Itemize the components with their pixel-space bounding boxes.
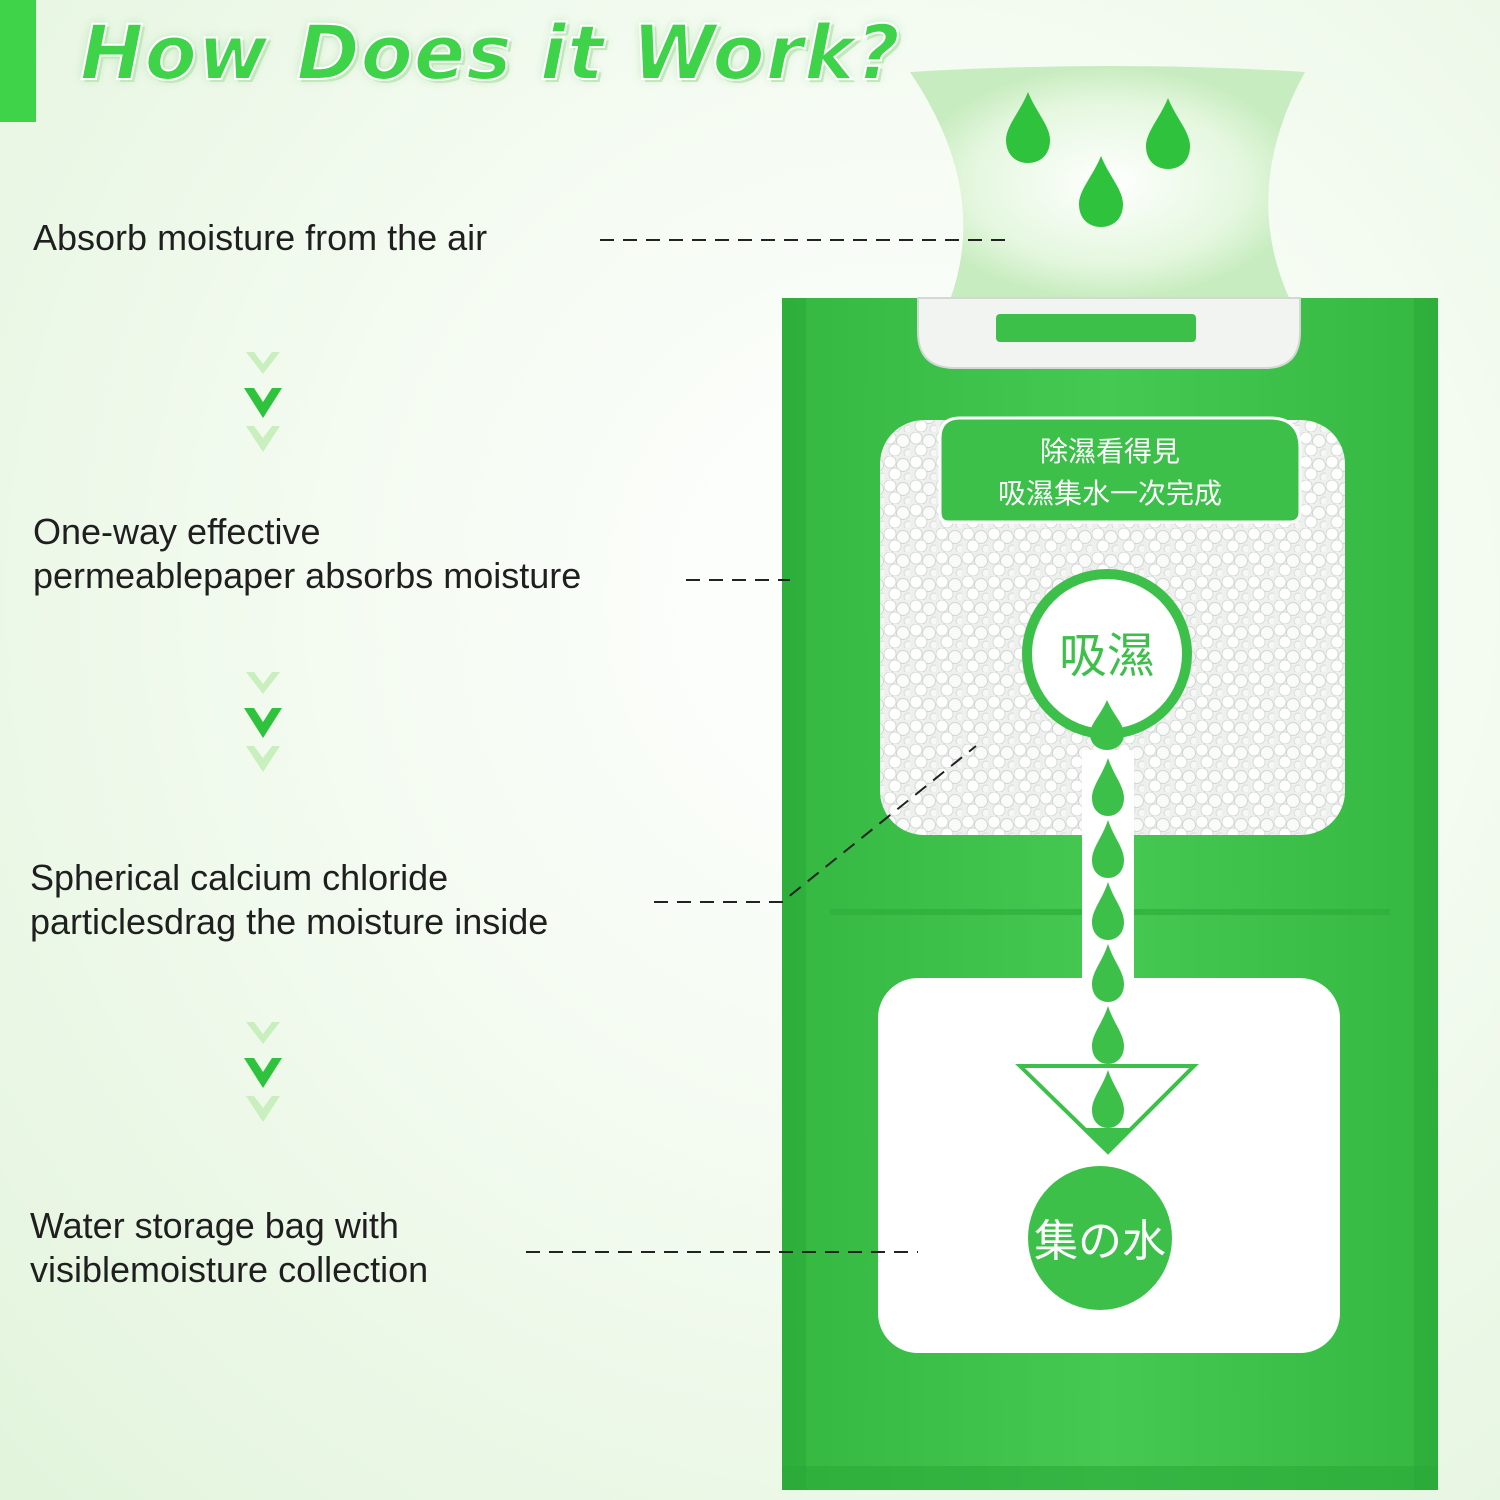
step-label-water-storage: Water storage bag with visiblemoisture c… bbox=[30, 1204, 428, 1292]
step-label-permeable-paper: One-way effective permeablepaper absorbs… bbox=[33, 510, 581, 598]
step-3-line-2: particlesdrag the moisture inside bbox=[30, 901, 549, 942]
collect-badge bbox=[1028, 1166, 1172, 1310]
water-drop-icon bbox=[1092, 758, 1124, 816]
title-accent-bar bbox=[0, 0, 36, 122]
step-3-line-1: Spherical calcium chloride bbox=[30, 857, 449, 898]
chevron-down-icon bbox=[244, 352, 282, 452]
banner-line-1: 除濕看得見 bbox=[1040, 435, 1180, 468]
step-4-line-2: visiblemoisture collection bbox=[30, 1249, 429, 1290]
leader-line-calcium-chloride bbox=[654, 745, 977, 903]
water-drop-icon bbox=[1092, 820, 1124, 878]
step-2-line-1: One-way effective bbox=[33, 511, 321, 552]
water-drop-icon bbox=[1146, 98, 1190, 169]
step-1-line-1: Absorb moisture from the air bbox=[33, 217, 488, 258]
step-4-line-1: Water storage bag with bbox=[30, 1205, 399, 1246]
bag-banner bbox=[938, 416, 1302, 524]
water-drop-icon bbox=[1090, 700, 1124, 750]
step-label-calcium-chloride: Spherical calcium chloride particlesdrag… bbox=[30, 856, 548, 944]
water-collection-window bbox=[878, 978, 1340, 1353]
water-drop-icon bbox=[1092, 882, 1124, 940]
step-label-absorb-air: Absorb moisture from the air bbox=[33, 216, 487, 260]
absorb-label: 吸濕 bbox=[1059, 628, 1155, 684]
water-drop-icon bbox=[1092, 1006, 1124, 1064]
water-drop-icon bbox=[1079, 156, 1123, 227]
step-2-line-2: permeablepaper absorbs moisture bbox=[33, 555, 582, 596]
banner-line-2: 吸濕集水一次完成 bbox=[998, 477, 1222, 510]
page-title: How Does it Work? bbox=[79, 7, 901, 98]
water-drop-icon bbox=[1092, 944, 1124, 1002]
water-drop-icon bbox=[1092, 1070, 1124, 1128]
collect-label: 集の水 bbox=[1034, 1216, 1166, 1267]
chevron-down-icon bbox=[244, 1022, 282, 1122]
water-drop-icon bbox=[1006, 92, 1050, 163]
hanger-slot bbox=[996, 314, 1196, 342]
chevron-down-icon bbox=[244, 672, 282, 772]
